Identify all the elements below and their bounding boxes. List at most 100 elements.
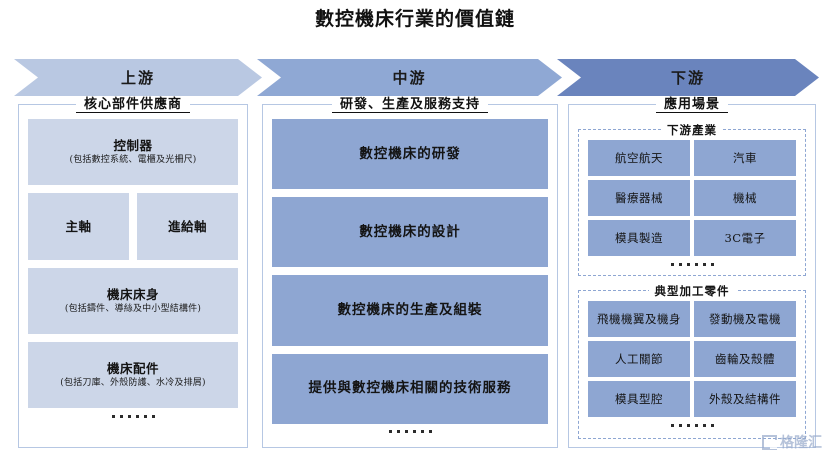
dot-icon [135,414,139,418]
stage-banner-downstream[interactable]: 下游 [557,59,819,96]
dot-icon [119,414,123,418]
dot-icon [151,414,155,418]
more-dots-midstream [272,424,548,439]
dot-icon [412,429,416,433]
dot-icon [396,429,400,433]
grid-typical-machined-parts: 飛機機翼及機身 發動機及電機 人工關節 齒輪及殼體 模具型腔 外殼及結構件 [588,301,796,417]
card-controller[interactable]: 控制器 (包括數控系統、電櫃及光柵尺) [28,119,238,185]
card-3c-electronics-title: 3C電子 [724,230,766,245]
card-mold-manufacturing-title: 模具製造 [615,230,663,245]
card-mold-manufacturing[interactable]: 模具製造 [588,220,690,256]
dot-icon [702,423,706,427]
card-machine-accessories[interactable]: 機床配件 (包括刀庫、外殼防護、水冷及排屑) [28,342,238,408]
group-downstream-industries-header: 下游產業 [579,122,805,138]
card-machine-bed-title: 機床床身 [106,286,159,302]
dot-icon [710,262,714,266]
dot-icon [678,262,682,266]
stage-banner-upstream[interactable]: 上游 [14,59,262,96]
column-header-downstream-label: 應用場景 [655,97,728,113]
card-controller-subtitle: (包括數控系統、電櫃及光柵尺) [69,155,197,166]
card-technical-service[interactable]: 提供與數控機床相關的技術服務 [272,353,548,424]
card-machine-bed[interactable]: 機床床身 (包括鑄件、導絲及中小型結構件) [28,268,238,334]
column-body-midstream: 數控機床的研發 數控機床的設計 數控機床的生產及組裝 提供與數控機床相關的技術服… [272,119,548,439]
card-spindle[interactable]: 主軸 [28,193,129,260]
column-header-midstream-label: 研發、生產及服務支持 [331,97,488,113]
group-typical-machined-parts-header: 典型加工零件 [579,283,805,299]
card-feed-axis-title: 進給軸 [167,218,207,234]
dot-icon [143,414,147,418]
group-downstream-industries: 下游產業 航空航天 汽車 醫療器械 機械 模具製造 3 [578,123,806,276]
group-downstream-industries-label: 下游產業 [661,123,723,137]
dot-icon [404,429,408,433]
stage-column-upstream: 核心部件供應商 控制器 (包括數控系統、電櫃及光柵尺) 主軸 進給軸 機床床身 … [18,97,248,448]
card-controller-title: 控制器 [113,137,153,153]
card-automotive[interactable]: 汽車 [694,140,796,176]
grid-downstream-industries: 航空航天 汽車 醫療器械 機械 模具製造 3C電子 [588,140,796,256]
column-body-downstream: 下游產業 航空航天 汽車 醫療器械 機械 模具製造 3 [578,119,806,439]
card-machine-accessories-subtitle: (包括刀庫、外殼防護、水冷及排屑) [60,378,206,389]
column-header-downstream: 應用場景 [569,93,815,113]
page-title: 數控機床行業的價值鏈 [314,8,515,30]
card-production-assembly-title: 數控機床的生產及組裝 [337,301,483,318]
dot-icon [686,262,690,266]
dot-icon [111,414,115,418]
card-row-axes: 主軸 進給軸 [28,193,238,260]
card-aerospace-title: 航空航天 [615,150,663,165]
dot-icon [686,423,690,427]
dot-icon [694,423,698,427]
card-3c-electronics[interactable]: 3C電子 [694,220,796,256]
dot-icon [678,423,682,427]
card-engine-motor[interactable]: 發動機及電機 [694,301,796,337]
card-artificial-joint-title: 人工關節 [615,351,663,366]
dot-icon [428,429,432,433]
card-technical-service-title: 提供與數控機床相關的技術服務 [308,380,512,397]
column-header-upstream-label: 核心部件供應商 [75,97,190,113]
more-dots-typical-machined-parts [588,417,796,433]
card-mold-cavity[interactable]: 模具型腔 [588,381,690,417]
dot-icon [670,262,674,266]
card-automotive-title: 汽車 [733,150,757,165]
card-artificial-joint[interactable]: 人工關節 [588,341,690,377]
dot-icon [670,423,674,427]
card-machine-accessories-title: 機床配件 [106,360,159,376]
card-gear-housing-title: 齒輪及殼體 [715,351,775,366]
group-typical-machined-parts-label: 典型加工零件 [648,284,736,298]
card-rnd[interactable]: 數控機床的研發 [272,119,548,190]
card-aerospace[interactable]: 航空航天 [588,140,690,176]
card-design-title: 數控機床的設計 [359,223,461,240]
card-medical-devices-title: 醫療器械 [615,190,663,205]
watermark-text: 格隆汇 [780,435,822,451]
dot-icon [710,423,714,427]
watermark-logo-icon [762,434,777,450]
card-feed-axis[interactable]: 進給軸 [137,193,238,260]
card-machine-bed-subtitle: (包括鑄件、導絲及中小型結構件) [64,304,202,315]
stage-column-midstream: 研發、生產及服務支持 數控機床的研發 數控機床的設計 數控機床的生產及組裝 提供… [262,97,558,448]
dot-icon [694,262,698,266]
card-engine-motor-title: 發動機及電機 [709,311,781,326]
group-typical-machined-parts: 典型加工零件 飛機機翼及機身 發動機及電機 人工關節 齒輪及殼體 模具型腔 [578,284,806,439]
column-header-upstream: 核心部件供應商 [19,93,247,113]
dot-icon [127,414,131,418]
card-machinery-title: 機械 [733,190,757,205]
card-shell-structural-parts-title: 外殼及結構件 [709,391,781,406]
card-spindle-title: 主軸 [65,218,92,234]
card-production-assembly[interactable]: 數控機床的生產及組裝 [272,275,548,346]
card-gear-housing[interactable]: 齒輪及殼體 [694,341,796,377]
card-medical-devices[interactable]: 醫療器械 [588,180,690,216]
card-design[interactable]: 數控機床的設計 [272,197,548,268]
more-dots-downstream-industries [588,256,796,272]
more-dots-upstream [28,408,238,424]
watermark: 格隆汇 [762,432,822,452]
stage-column-downstream: 應用場景 下游產業 航空航天 汽車 醫療器械 機械 [568,97,816,448]
card-rnd-title: 數控機床的研發 [359,145,461,162]
card-aircraft-wing-fuselage[interactable]: 飛機機翼及機身 [588,301,690,337]
card-machinery[interactable]: 機械 [694,180,796,216]
card-mold-cavity-title: 模具型腔 [615,391,663,406]
stage-banner-midstream[interactable]: 中游 [257,59,562,96]
dot-icon [388,429,392,433]
card-shell-structural-parts[interactable]: 外殼及結構件 [694,381,796,417]
column-header-midstream: 研發、生產及服務支持 [263,93,557,113]
dot-icon [420,429,424,433]
card-aircraft-wing-fuselage-title: 飛機機翼及機身 [597,311,681,326]
dot-icon [702,262,706,266]
